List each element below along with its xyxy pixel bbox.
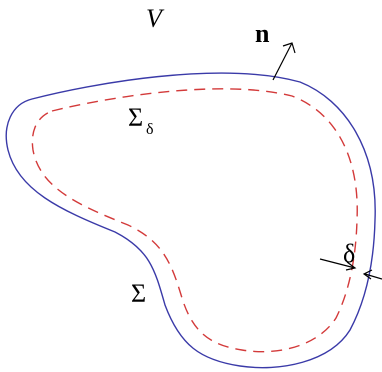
volume-label: V: [146, 4, 165, 33]
thickness-arrows: [319, 258, 382, 280]
inner-surface-subscript: δ: [146, 121, 154, 138]
inner-boundary-sigma-delta: [31, 88, 358, 353]
normal-arrow: [272, 42, 296, 81]
outer-boundary-sigma: [5, 72, 376, 369]
inner-surface-label: Σ δ: [128, 103, 154, 138]
normal-label: n: [255, 19, 270, 48]
inner-surface-symbol: Σ: [128, 103, 143, 132]
thickness-label: δ: [343, 239, 355, 268]
outer-surface-label: Σ: [131, 279, 146, 308]
